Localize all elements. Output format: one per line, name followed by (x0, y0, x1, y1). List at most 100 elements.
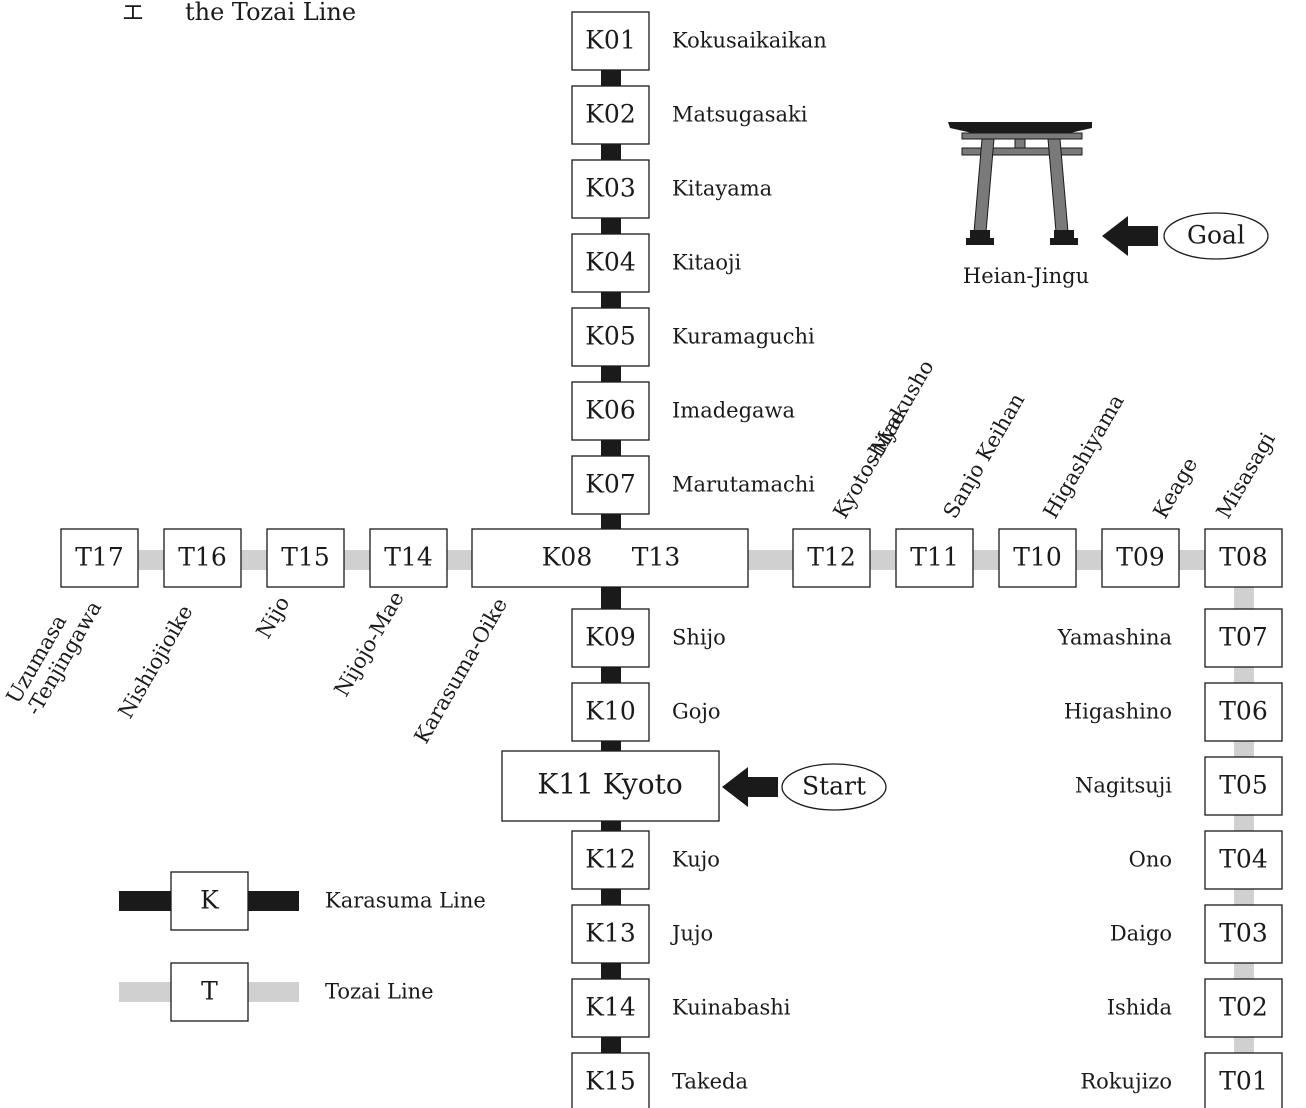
station-code: K04 (585, 248, 636, 277)
torii-gate-icon (948, 122, 1092, 245)
station-box-t08 (1204, 528, 1283, 588)
legend-box-tozai (170, 962, 249, 1022)
station-name: Higashiyama (1039, 390, 1129, 522)
station-code: K13 (585, 919, 636, 948)
station-code: T05 (1219, 771, 1268, 800)
station-box-k05 (571, 307, 650, 367)
station-name: Higashino (1064, 700, 1172, 724)
station-name: Marutamachi (672, 473, 815, 497)
station-name: Jujo (670, 922, 713, 946)
station-name: Kokusaikaikan (672, 29, 827, 53)
station-box-k10 (571, 682, 650, 742)
station-code: K07 (585, 470, 636, 499)
start-arrow-icon (722, 767, 778, 807)
station-code: K08 (542, 543, 593, 572)
station-box-k04 (571, 233, 650, 293)
station-name: Nijo (252, 592, 295, 642)
station-code: K03 (585, 174, 636, 203)
legend-code: T (201, 977, 218, 1006)
station-box-t06 (1204, 682, 1283, 742)
station-name: Takeda (672, 1070, 748, 1094)
station-code: K05 (585, 322, 636, 351)
legend-code: K (200, 886, 220, 915)
station-box-k13 (571, 904, 650, 964)
legend-box-karasuma (170, 871, 249, 931)
station-name: Imadegawa (672, 399, 795, 423)
station-box-k12 (571, 830, 650, 890)
station-name: Sanjo Keihan (939, 389, 1030, 522)
station-name: Shijo (672, 626, 726, 650)
header-marker: エ (122, 1, 144, 26)
start-label-oval (781, 763, 887, 811)
station-code: K14 (585, 993, 636, 1022)
station-code: T11 (910, 543, 959, 572)
station-code: K02 (585, 100, 636, 129)
station-name: Ono (1129, 848, 1172, 872)
goal-label: Goal (1187, 221, 1245, 250)
station-name: Kitaoji (672, 251, 742, 275)
start-marker: Start (722, 763, 887, 811)
station-name: Kujo (672, 848, 720, 872)
station-code: T15 (281, 543, 330, 572)
station-box-t16 (163, 528, 242, 588)
goal-landmark-label: Heian-Jingu (963, 264, 1089, 288)
header-title: the Tozai Line (185, 0, 356, 26)
map-header: エ the Tozai Line (122, 0, 356, 26)
station-box-t15 (266, 528, 345, 588)
station-box-t03 (1204, 904, 1283, 964)
station-box-t10 (998, 528, 1077, 588)
station-name: Ishida (1107, 996, 1172, 1020)
station-box-t02 (1204, 978, 1283, 1038)
station-name: Nijojo-Mae (330, 587, 409, 700)
station-box-k03 (571, 159, 650, 219)
station-code: K06 (585, 396, 636, 425)
station-name: Daigo (1110, 922, 1172, 946)
station-box-t11 (895, 528, 974, 588)
station-name: Matsugasaki (672, 103, 808, 127)
station-box-t07 (1204, 608, 1283, 668)
station-box-k02 (571, 85, 650, 145)
station-code: T13 (632, 543, 681, 572)
station-code: T10 (1013, 543, 1062, 572)
station-name: Nishiojioike (114, 601, 198, 723)
station-box-t14 (369, 528, 448, 588)
station-code: T12 (807, 543, 856, 572)
station-box-k09 (571, 608, 650, 668)
station-box-k07 (571, 455, 650, 515)
station-box-k06 (571, 381, 650, 441)
station-code: K11 Kyoto (537, 768, 682, 801)
station-code: T08 (1219, 543, 1268, 572)
station-code: T07 (1219, 623, 1268, 652)
station-name: Kuinabashi (672, 996, 791, 1020)
station-name: Rokujizo (1080, 1070, 1172, 1094)
station-code: T09 (1116, 543, 1165, 572)
station-code: K10 (585, 697, 636, 726)
interchange-box (471, 528, 749, 588)
start-label: Start (802, 772, 866, 801)
station-name: Kuramaguchi (672, 325, 815, 349)
station-code: K01 (585, 26, 636, 55)
station-name: Nagitsuji (1075, 774, 1172, 798)
goal-marker: Goal (1102, 212, 1269, 260)
station-box-t05 (1204, 756, 1283, 816)
station-code: K12 (585, 845, 636, 874)
station-name: Gojo (672, 700, 721, 724)
station-name: Yamashina (1057, 626, 1172, 650)
station-box-k11-kyoto (501, 750, 720, 822)
station-box-k01 (571, 11, 650, 71)
station-code: T02 (1219, 993, 1268, 1022)
station-code: T01 (1219, 1067, 1268, 1096)
station-name: Keage (1149, 453, 1203, 522)
station-box-t04 (1204, 830, 1283, 890)
station-code: T16 (178, 543, 227, 572)
station-box-k14 (571, 978, 650, 1038)
station-box-t09 (1101, 528, 1180, 588)
station-code: T17 (75, 543, 124, 572)
station-code: T06 (1219, 697, 1268, 726)
station-name: Karasuma-Oike (410, 594, 513, 748)
station-box-k15 (571, 1052, 650, 1108)
station-code: T14 (384, 543, 433, 572)
